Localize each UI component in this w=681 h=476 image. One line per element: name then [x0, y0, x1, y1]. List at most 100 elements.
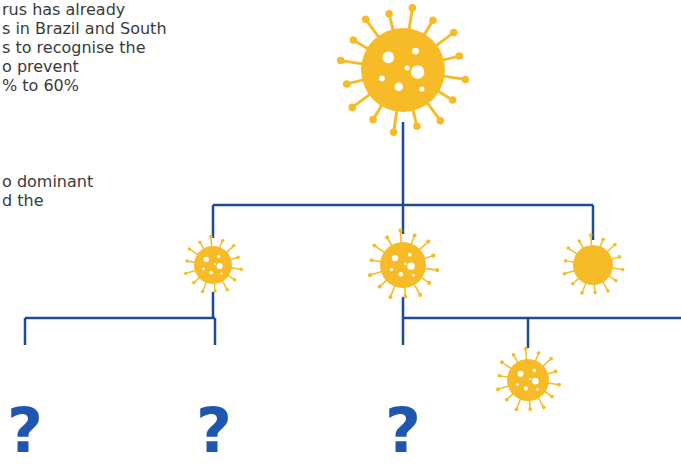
- virus-spike-tip: [618, 255, 622, 259]
- virus-body: [194, 246, 232, 284]
- virus-spot: [516, 383, 519, 386]
- virus-spike-tip: [385, 235, 389, 239]
- virus-spike-tip: [554, 370, 558, 374]
- virus-spot: [217, 255, 220, 258]
- virus-spot: [382, 52, 394, 64]
- virus-spot: [398, 272, 403, 277]
- virus-spike-tip: [226, 288, 229, 291]
- virus-spike-tip: [571, 282, 575, 286]
- virus-spike-tip: [500, 360, 504, 364]
- virus-spike-tip: [418, 293, 422, 297]
- virus-spot: [529, 378, 532, 381]
- intro-text-line: d the: [2, 191, 44, 210]
- intro-text-line: o dominant: [2, 172, 93, 191]
- tree-line: [402, 318, 405, 345]
- virus-spike-tip: [437, 117, 445, 125]
- virus-spike-tip: [213, 289, 216, 292]
- unknown-variant-mark: ?: [385, 396, 421, 466]
- virus-spike-tip: [385, 10, 393, 18]
- tree-line: [212, 292, 215, 318]
- virus-spike-tip: [614, 279, 618, 283]
- virus-spike-tip: [497, 374, 501, 378]
- virus-spot: [209, 271, 213, 275]
- virus-spot: [204, 257, 209, 262]
- virus-spot: [390, 268, 393, 271]
- virus-icon: [368, 229, 439, 300]
- unknown-variant-mark: ?: [196, 396, 232, 466]
- virus-spot: [405, 65, 410, 70]
- virus-spot: [395, 83, 403, 91]
- virus-spike-tip: [621, 268, 625, 272]
- virus-spike-tip: [426, 239, 430, 243]
- virus-spike-tip: [233, 278, 236, 281]
- virus-icon: [563, 233, 625, 294]
- virus-spike-tip: [557, 383, 561, 387]
- tree-line: [212, 205, 215, 238]
- virus-spike-tip: [564, 259, 568, 263]
- virus-spot: [407, 262, 414, 269]
- virus-spike-tip: [239, 268, 242, 271]
- virus-spike-tip: [515, 407, 519, 411]
- virus-spike-tip: [343, 80, 351, 88]
- virus-spike-tip: [580, 291, 584, 295]
- virus-spike-tip: [593, 291, 597, 295]
- virus-spike-tip: [462, 76, 470, 84]
- virus-spike-tip: [184, 272, 187, 275]
- virus-spot: [536, 388, 539, 391]
- intro-text-line: s to recognise the: [2, 38, 146, 57]
- virus-spike-tip: [524, 347, 528, 351]
- virus-spike-tip: [409, 4, 417, 12]
- virus-spike-tip: [429, 17, 437, 25]
- virus-spike-tip: [192, 281, 195, 284]
- tree-line: [402, 122, 405, 205]
- virus-spike-tip: [512, 353, 516, 357]
- virus-spike-tip: [378, 285, 382, 289]
- virus-body: [507, 359, 549, 401]
- virus-body: [380, 242, 426, 288]
- virus-spike-tip: [427, 281, 431, 285]
- virus-spike-tip: [236, 256, 239, 259]
- virus-spike-tip: [398, 229, 402, 233]
- unknown-variant-mark: ?: [7, 396, 43, 466]
- virus-spot: [392, 255, 398, 261]
- virus-spike-tip: [549, 357, 553, 361]
- virus-spot: [412, 48, 419, 55]
- virus-spike-tip: [349, 104, 357, 112]
- virus-spot: [220, 272, 222, 274]
- virus-spike-tip: [505, 398, 509, 402]
- virus-icon: [337, 4, 469, 136]
- virus-spike-tip: [589, 233, 593, 237]
- virus-spike-tip: [390, 129, 398, 137]
- virus-spike-tip: [209, 235, 212, 238]
- virus-spike-tip: [566, 246, 570, 250]
- virus-spike-tip: [350, 36, 358, 44]
- virus-spike-tip: [455, 52, 463, 60]
- virus-spike-tip: [403, 295, 407, 299]
- tree-line: [403, 317, 681, 320]
- intro-text-line: % to 60%: [2, 76, 79, 95]
- virus-spike-tip: [372, 243, 376, 247]
- intro-text-line: s in Brazil and South: [2, 19, 167, 38]
- virus-spot: [408, 253, 412, 257]
- virus-spot: [518, 371, 524, 377]
- virus-spike-tip: [431, 254, 435, 258]
- virus-spot: [412, 274, 415, 277]
- virus-spike-tip: [606, 289, 610, 293]
- virus-spot: [202, 267, 205, 270]
- virus-spot: [419, 86, 424, 91]
- virus-body: [573, 245, 613, 285]
- virus-spike-tip: [550, 394, 554, 398]
- virus-spike-tip: [537, 351, 541, 355]
- virus-spike-tip: [198, 241, 201, 244]
- virus-body: [361, 28, 445, 112]
- virus-icon: [184, 235, 243, 293]
- virus-spike-tip: [188, 247, 191, 250]
- virus-spot: [524, 386, 528, 390]
- tree-line: [24, 318, 27, 345]
- virus-spike-tip: [577, 239, 581, 243]
- virus-spike-tip: [413, 122, 421, 130]
- virus-icon: [496, 347, 561, 412]
- virus-spike-tip: [413, 233, 417, 237]
